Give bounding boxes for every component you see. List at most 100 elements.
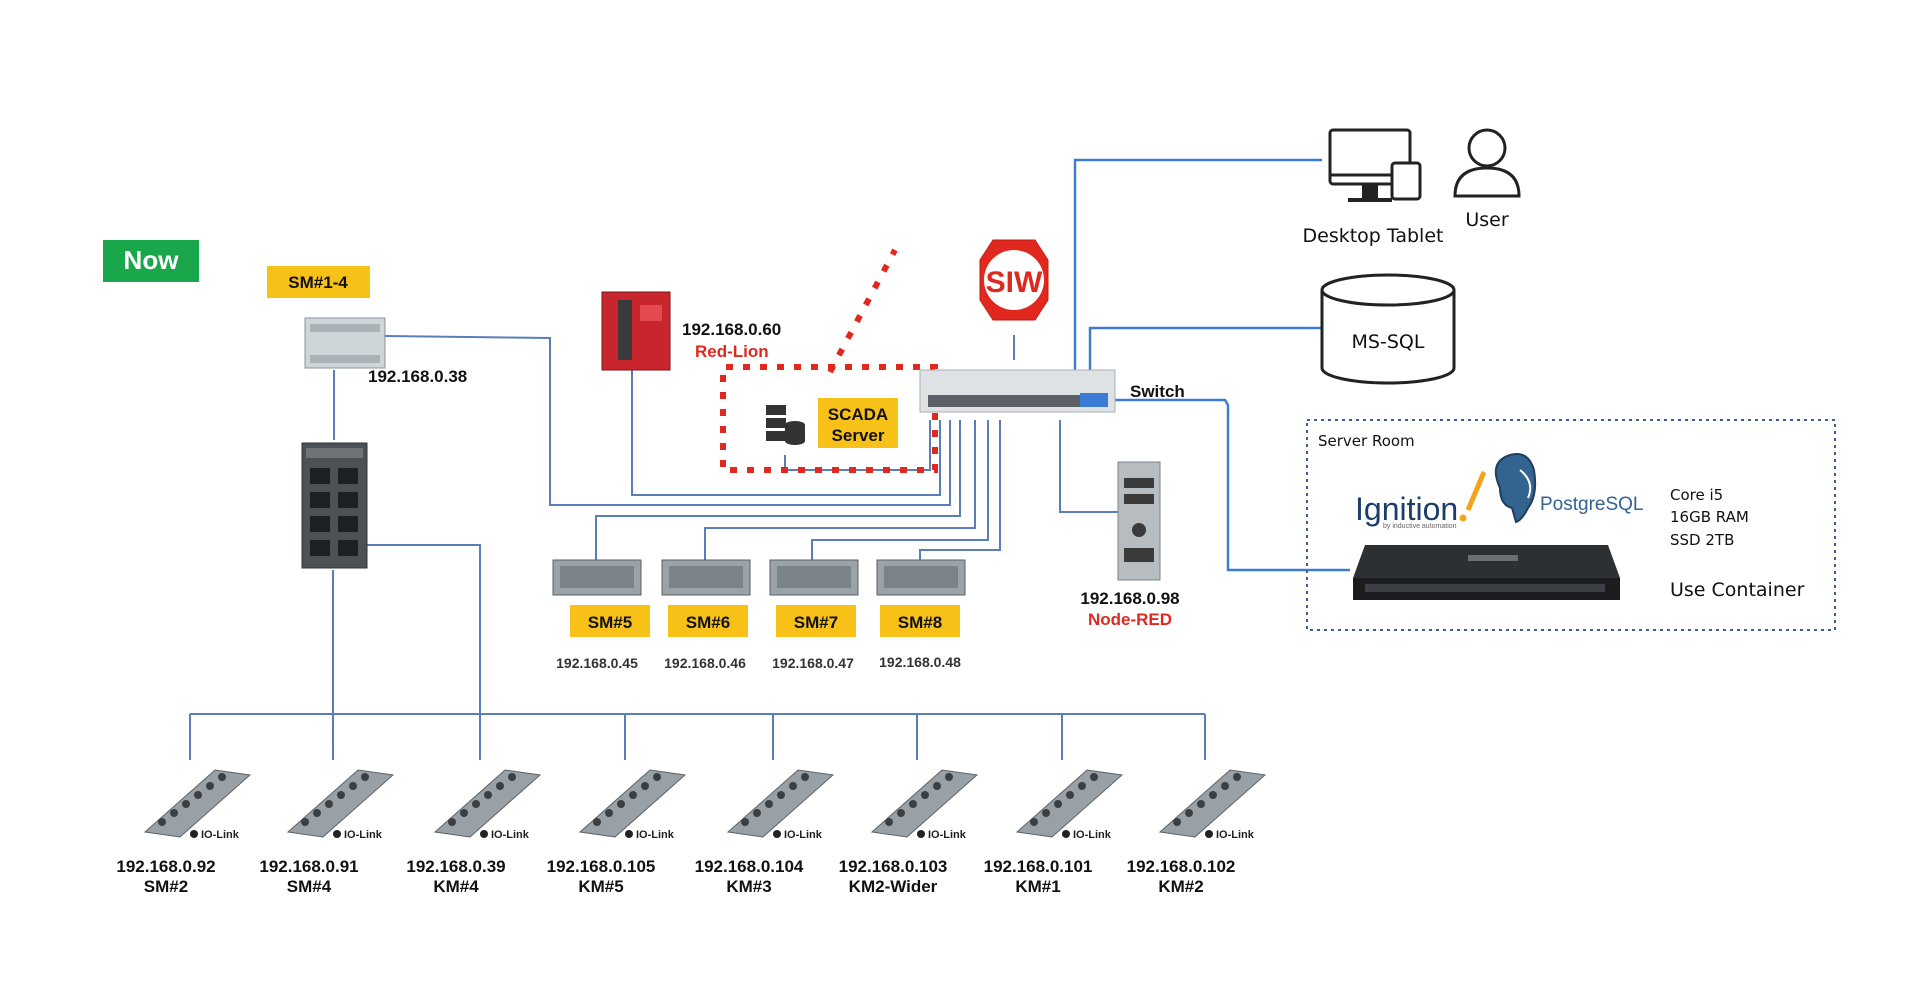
io-module-icon [433,769,542,838]
server-room: Server Room Ignition by inductive automa… [1306,419,1836,631]
io-link-logo-icon [625,830,633,838]
io-module-name: SM#2 [144,877,188,896]
io-module-ip: 192.168.0.105 [547,857,656,876]
plc-sm8: SM#8 192.168.0.48 [876,559,966,670]
stack-switch-icon [301,442,368,569]
ms-sql-label: MS-SQL [1352,331,1425,353]
elephant-icon [1494,453,1537,524]
io-module-group: IO-Link192.168.0.92SM#2IO-Link192.168.0.… [116,769,1267,896]
plc-ip: 192.168.0.47 [772,655,854,671]
io-module-icon [578,769,687,838]
user: User [1453,128,1521,231]
io-link-logo: IO-Link [636,829,675,841]
ignition-subtitle: by inductive automation [1383,523,1457,530]
server-spec-cpu: Core i5 [1670,486,1723,504]
io-module-ip: 192.168.0.102 [1127,857,1236,876]
io-link-logo-icon [773,830,781,838]
user-label: User [1465,209,1508,231]
plc-tag: SM#5 [588,613,632,632]
redlion-icon [601,291,671,371]
io-link-logo-icon [1205,830,1213,838]
io-link-logo: IO-Link [491,829,530,841]
postgresql-name: PostgreSQL [1540,494,1644,515]
io-module-name: KM#1 [1015,877,1060,896]
server-spec-ram: 16GB RAM [1670,508,1749,526]
io-module-icon [726,769,835,838]
redlion-name: Red-Lion [695,342,769,361]
plc-ip: 192.168.0.48 [879,654,961,670]
plc-ip: 192.168.0.45 [556,655,638,671]
io-link-logo: IO-Link [344,829,383,841]
io-link-logo: IO-Link [1216,829,1255,841]
server-spec-ssd: SSD 2TB [1670,531,1734,549]
now-badge: Now [103,240,199,282]
tablet-icon [1390,161,1422,201]
redlion-ip: 192.168.0.60 [682,320,781,339]
io-module-name: KM2-Wider [849,877,938,896]
scada-server: SCADA Server [766,398,898,448]
ignition-logo: Ignition by inductive automation [1355,471,1487,530]
siw-label: SIW [986,266,1043,299]
io-link-logo-icon [917,830,925,838]
plc-tag: SM#6 [686,613,730,632]
plc-tag: SM#7 [794,613,838,632]
io-module-ip: 192.168.0.104 [695,857,804,876]
io-module-ip: 192.168.0.101 [984,857,1093,876]
io-module-name: SM#4 [287,877,332,896]
redlion-device: 192.168.0.60 Red-Lion [601,291,781,371]
database-cylinder-icon [1320,273,1456,385]
io-module-name: KM#4 [433,877,479,896]
io-module-ip: 192.168.0.92 [116,857,215,876]
io-link-logo-icon [333,830,341,838]
sm14-tag: SM#1-4 [288,273,348,292]
ms-sql-database: MS-SQL [1320,273,1456,385]
io-link-logo: IO-Link [784,829,823,841]
plc-ip: 192.168.0.46 [664,655,746,671]
nodered-name: Node-RED [1088,610,1172,629]
ignition-name: Ignition [1355,491,1458,527]
io-link-logo: IO-Link [1073,829,1112,841]
user-icon [1453,128,1521,198]
rack-server-icon [1353,545,1620,600]
server-room-boundary [1306,419,1836,631]
io-module-name: KM#3 [726,877,771,896]
scada-boundary [720,364,938,473]
io-link-logo-icon [190,830,198,838]
use-container-label: Use Container [1670,579,1805,601]
scada-label-line2: Server [832,426,885,445]
postgresql-logo: PostgreSQL [1494,453,1644,524]
io-link-logo-icon [480,830,488,838]
io-module-ip: 192.168.0.103 [839,857,948,876]
network-switch: Switch [919,369,1185,413]
io-module-icon [286,769,395,838]
io-module-name: KM#5 [578,877,623,896]
io-module-icon [143,769,252,838]
now-badge-label: Now [124,245,180,275]
io-module-icon [1158,769,1267,838]
io-module-ip: 192.168.0.91 [259,857,358,876]
nodered-ip: 192.168.0.98 [1080,589,1179,608]
io-module-icon [1015,769,1124,838]
io-module-name: KM#2 [1158,877,1203,896]
switch-label: Switch [1130,382,1185,401]
io-link-logo: IO-Link [201,829,240,841]
plc-group: SM#5 192.168.0.45 SM#6 192.168.0.46 SM#7… [552,559,966,671]
nodered-device: 192.168.0.98 Node-RED [1080,461,1180,629]
plc-tag: SM#8 [898,613,942,632]
scada-boundary-diagonal [827,248,898,374]
desktop-tablet: Desktop Tablet [1303,128,1444,247]
io-link-logo-icon [1062,830,1070,838]
sm14-ip: 192.168.0.38 [368,367,467,386]
scada-label-line1: SCADA [828,405,888,424]
sm14-plc: SM#1-4 192.168.0.38 [267,266,467,386]
desktop-tablet-label: Desktop Tablet [1303,225,1444,247]
